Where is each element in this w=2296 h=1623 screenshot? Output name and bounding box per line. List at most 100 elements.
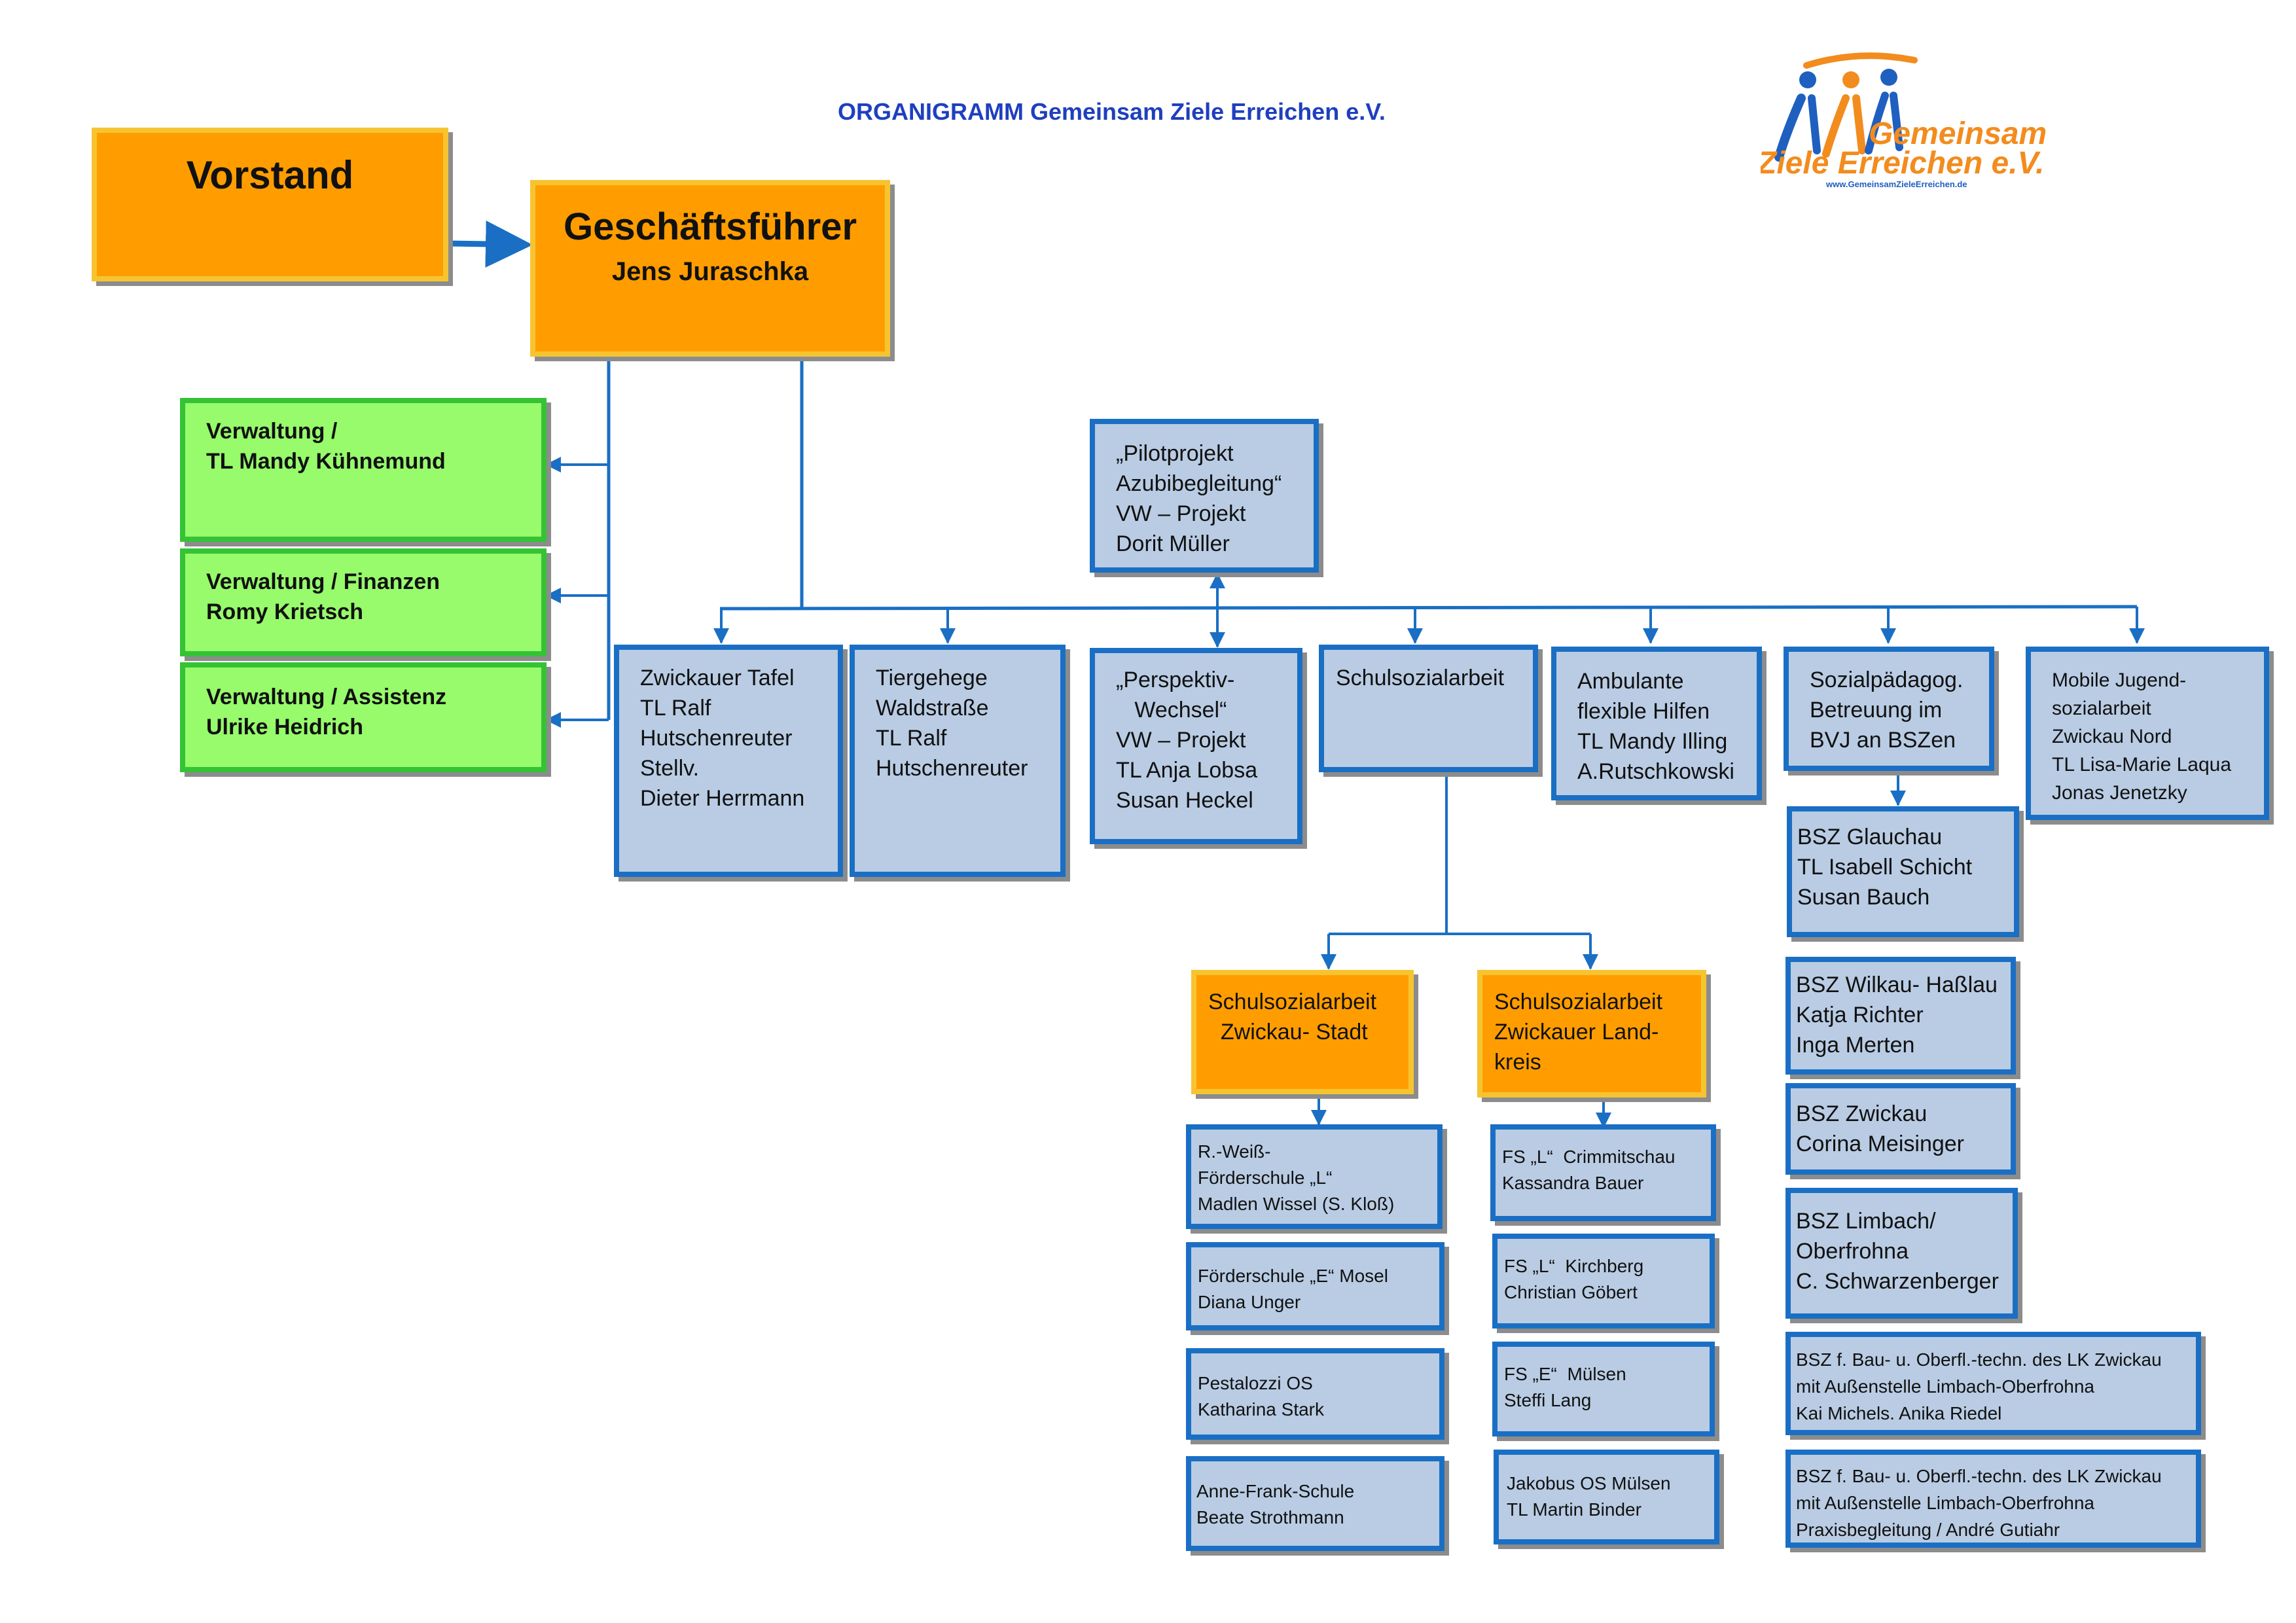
department-schulsozialarbeit: Schulsozialarbeit (1319, 645, 1538, 772)
department-line: Schulsozialarbeit (1336, 666, 1505, 690)
verwaltung-line: Romy Krietsch (206, 599, 363, 624)
school-box: Anne-Frank-Schule Beate Strothmann (1186, 1456, 1444, 1551)
school-box: FS „E“ Mülsen Steffi Lang (1492, 1342, 1715, 1436)
ssa-land-line: Schulsozialarbeit (1494, 990, 1663, 1014)
bsz-box: BSZ Limbach/ Oberfrohna C. Schwarzenberg… (1785, 1188, 2018, 1319)
ssa-land-line: Zwickauer Land- (1494, 1020, 1659, 1044)
department-line: Hutschenreuter (640, 726, 793, 751)
school-box: R.-Weiß- Förderschule „L“ Madlen Wissel … (1186, 1124, 1443, 1229)
bsz-line: mit Außenstelle Limbach-Oberfrohna (1796, 1493, 2094, 1513)
page-title: ORGANIGRAMM Gemeinsam Ziele Erreichen e.… (838, 98, 1386, 125)
school-box: FS „L“ Kirchberg Christian Göbert (1492, 1234, 1715, 1329)
pilotprojekt-line: Azubibegleitung“ (1116, 471, 1282, 496)
bsz-box: BSZ f. Bau- u. Oberfl.-techn. des LK Zwi… (1785, 1450, 2201, 1548)
department-line: Dieter Herrmann (640, 786, 805, 811)
logo-line1: Gemeinsam (1869, 116, 2047, 151)
bsz-line: Inga Merten (1796, 1033, 1915, 1058)
department-line: Tiergehege (876, 666, 988, 690)
department-sozialpaedagogische-betreuung: Sozialpädagog. Betreuung im BVJ an BSZen (1784, 647, 1994, 771)
geschaeftsfuehrer-name: Jens Juraschka (611, 257, 809, 286)
department-zwickauer-tafel: Zwickauer Tafel TL Ralf Hutschenreuter S… (614, 645, 843, 877)
pilotprojekt-line: VW – Projekt (1116, 501, 1246, 526)
department-line: sozialarbeit (2052, 698, 2151, 719)
school-line: Katharina Stark (1198, 1399, 1324, 1419)
ssa-stadt-line: Schulsozialarbeit (1208, 990, 1377, 1014)
school-line: Christian Göbert (1504, 1282, 1638, 1302)
bsz-line: Corina Meisinger (1796, 1132, 1964, 1156)
bsz-line: BSZ Wilkau- Haßlau (1796, 972, 1998, 997)
company-logo: Gemeinsam Ziele Erreichen e.V. www.Gemei… (1756, 52, 2075, 190)
vorstand-box: Vorstand (92, 128, 448, 281)
school-line: Kassandra Bauer (1502, 1173, 1644, 1193)
department-line: flexible Hilfen (1577, 699, 1710, 724)
department-line: TL Ralf (640, 696, 711, 721)
school-line: R.-Weiß- (1198, 1141, 1271, 1162)
bsz-line: mit Außenstelle Limbach-Oberfrohna (1796, 1376, 2094, 1397)
school-line: Förderschule „L“ (1198, 1168, 1333, 1188)
pilotprojekt-box: „Pilotprojekt Azubibegleitung“ VW – Proj… (1090, 419, 1319, 573)
ssa-zwickauer-landkreis-box: Schulsozialarbeit Zwickauer Land- kreis (1477, 970, 1706, 1097)
department-line: Mobile Jugend- (2052, 669, 2187, 691)
bsz-line: BSZ f. Bau- u. Oberfl.-techn. des LK Zwi… (1796, 1466, 2162, 1486)
school-line: TL Martin Binder (1507, 1499, 1641, 1520)
department-line: TL Ralf (876, 726, 947, 751)
verwaltung-line: TL Mandy Kühnemund (206, 449, 446, 474)
bsz-box: BSZ Zwickau Corina Meisinger (1785, 1083, 2016, 1175)
vorstand-label: Vorstand (186, 153, 354, 197)
department-line: TL Anja Lobsa (1116, 758, 1258, 783)
school-line: FS „L“ Kirchberg (1504, 1256, 1644, 1276)
department-line: TL Lisa-Marie Laqua (2052, 754, 2232, 776)
geschaeftsfuehrer-box: Geschäftsführer Jens Juraschka (530, 180, 890, 357)
school-line: FS „L“ Crimmitschau (1502, 1147, 1676, 1167)
school-box: FS „L“ Crimmitschau Kassandra Bauer (1490, 1124, 1716, 1221)
bsz-line: C. Schwarzenberger (1796, 1269, 1999, 1294)
department-line: VW – Projekt (1116, 728, 1246, 753)
verwaltung-line: Verwaltung / Assistenz (206, 685, 447, 709)
bsz-box: BSZ Wilkau- Haßlau Katja Richter Inga Me… (1785, 957, 2016, 1075)
ssa-zwickau-stadt-box: Schulsozialarbeit Zwickau- Stadt (1191, 970, 1414, 1094)
geschaeftsfuehrer-label: Geschäftsführer (563, 205, 857, 248)
bsz-line: TL Isabell Schicht (1797, 855, 1973, 880)
verwaltung-box: Verwaltung / TL Mandy Kühnemund (180, 398, 547, 542)
bsz-line: Susan Bauch (1797, 885, 1930, 910)
school-line: Steffi Lang (1504, 1390, 1592, 1410)
department-perspektivwechsel: „Perspektiv- Wechsel“ VW – Projekt TL An… (1090, 648, 1302, 844)
bsz-line: Praxisbegleitung / André Gutiahr (1796, 1520, 2060, 1540)
department-line: Zwickauer Tafel (640, 666, 795, 690)
school-line: Jakobus OS Mülsen (1507, 1473, 1671, 1493)
department-ambulante-hilfen: Ambulante flexible Hilfen TL Mandy Illin… (1551, 647, 1762, 800)
school-box: Pestalozzi OS Katharina Stark (1186, 1348, 1444, 1440)
logo-line2: Ziele Erreichen e.V. (1761, 146, 2044, 181)
school-line: Pestalozzi OS (1198, 1373, 1313, 1393)
bsz-line: BSZ Zwickau (1796, 1101, 1928, 1126)
department-line: Betreuung im (1810, 698, 1943, 722)
verwaltung-line: Ulrike Heidrich (206, 715, 363, 740)
department-line: BVJ an BSZen (1810, 728, 1956, 753)
pilotprojekt-line: „Pilotprojekt (1116, 441, 1234, 466)
department-line: Ambulante (1577, 669, 1684, 694)
department-line: Zwickau Nord (2052, 726, 2172, 747)
department-line: Hutschenreuter (876, 756, 1028, 781)
department-line: Sozialpädagog. (1810, 668, 1964, 692)
bsz-box: BSZ Glauchau TL Isabell Schicht Susan Ba… (1787, 806, 2019, 937)
department-line: Jonas Jenetzky (2052, 782, 2187, 804)
bsz-line: BSZ Glauchau (1797, 825, 1943, 849)
school-line: FS „E“ Mülsen (1504, 1364, 1626, 1384)
ssa-land-line: kreis (1494, 1050, 1541, 1075)
department-line: Waldstraße (876, 696, 989, 721)
department-line: A.Rutschkowski (1577, 759, 1734, 784)
bsz-line: Kai Michels. Anika Riedel (1796, 1403, 2002, 1423)
school-box: Jakobus OS Mülsen TL Martin Binder (1494, 1450, 1719, 1544)
bsz-line: BSZ f. Bau- u. Oberfl.-techn. des LK Zwi… (1796, 1349, 2162, 1370)
department-line: Susan Heckel (1116, 788, 1253, 813)
logo-url: www.GemeinsamZieleErreichen.de (1825, 179, 1967, 189)
department-mobile-jugendsozialarbeit: Mobile Jugend- sozialarbeit Zwickau Nord… (2026, 647, 2269, 820)
school-line: Diana Unger (1198, 1292, 1301, 1312)
school-line: Förderschule „E“ Mosel (1198, 1266, 1388, 1286)
bsz-line: BSZ Limbach/ (1796, 1209, 1936, 1234)
department-line: „Perspektiv- (1116, 668, 1235, 692)
logo-figures-icon: Gemeinsam Ziele Erreichen e.V. www.Gemei… (1756, 52, 2047, 189)
school-line: Madlen Wissel (S. Kloß) (1198, 1194, 1395, 1214)
school-line: Anne-Frank-Schule (1196, 1481, 1355, 1501)
ssa-stadt-line: Zwickau- Stadt (1208, 1020, 1368, 1044)
